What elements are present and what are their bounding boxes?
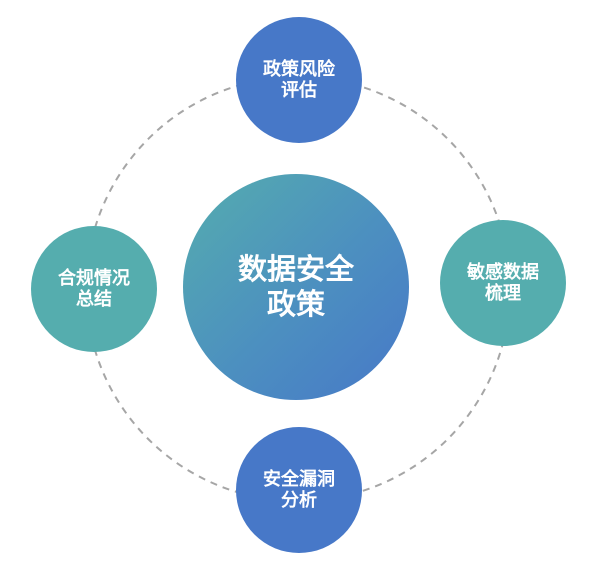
node-security-vulnerability-analysis: 安全漏洞 分析 (236, 427, 362, 553)
node-sensitive-data-sorting: 敏感数据 梳理 (440, 220, 566, 346)
node-compliance-summary: 合规情况 总结 (31, 226, 157, 352)
node-bottom-line2: 分析 (281, 490, 317, 511)
node-top-line1: 政策风险 (263, 58, 335, 80)
node-left-line2: 总结 (76, 289, 112, 310)
node-bottom-line1: 安全漏洞 (263, 468, 335, 490)
center-node-line1: 数据安全 (237, 251, 354, 286)
center-node-line2: 政策 (266, 287, 325, 321)
node-left-line1: 合规情况 (58, 267, 130, 289)
center-node-data-security-policy: 数据安全 政策 (183, 174, 409, 400)
node-right-line1: 敏感数据 (467, 261, 539, 283)
node-right-line2: 梳理 (485, 283, 521, 304)
node-top-line2: 评估 (281, 80, 317, 101)
node-policy-risk-assessment: 政策风险 评估 (236, 17, 362, 143)
